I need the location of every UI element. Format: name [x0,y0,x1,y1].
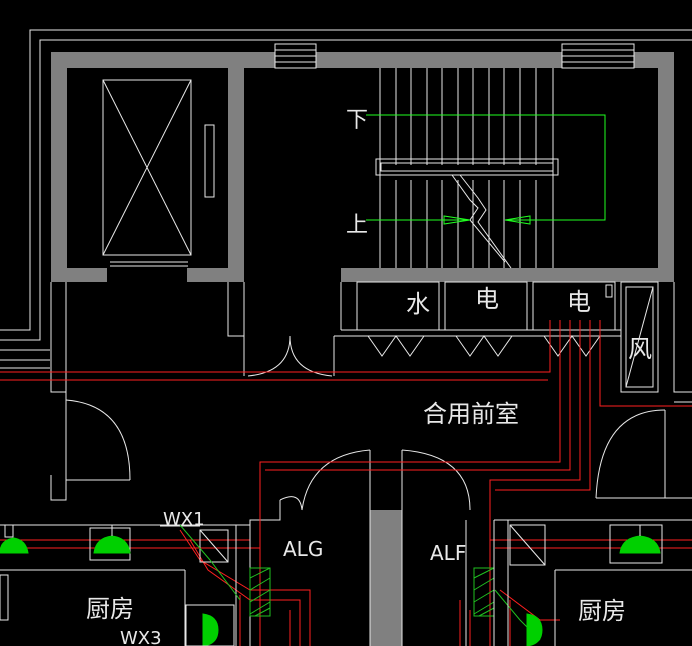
shaft-elec-label-2: 电 [567,288,591,316]
kitchen-label-left: 厨房 [86,595,134,623]
wx1-label: WX1 [163,509,205,530]
shaft-wind-label: 风 [628,335,652,363]
light-fixtures [0,535,661,646]
outer-boundary [0,29,692,369]
kitchen-label-right: 厨房 [578,597,626,625]
stair-treads [375,68,559,269]
service-shafts [340,281,659,393]
lobby-label: 合用前室 [423,400,519,428]
panel-label-left: ALG [283,537,323,561]
lobby-walls [50,282,692,646]
elevator-car [102,79,215,267]
lamp-icon [93,535,131,554]
lamp-icon [619,535,661,554]
lamp-icon [0,537,29,554]
core-walls [51,52,674,282]
stair-direction-arrows [366,114,606,225]
labels: 下 上 水 电 电 风 合用前室 ALG ALF 厨房 厨房 WX1 WX3 [86,108,652,646]
wx3-label: WX3 [120,628,162,646]
switch-icon [526,613,543,646]
top-windows [274,43,635,69]
panel-label-right: ALF [430,541,466,565]
door-swings [65,335,666,511]
kitchen-right-walls [465,519,692,646]
shaft-elec-label-1: 电 [475,285,499,313]
stair-up-label: 上 [346,213,368,238]
shaft-water-label: 水 [406,290,430,318]
stair-down-label: 下 [346,108,368,133]
switch-icon [202,613,219,646]
fixture-outlines [111,524,663,646]
